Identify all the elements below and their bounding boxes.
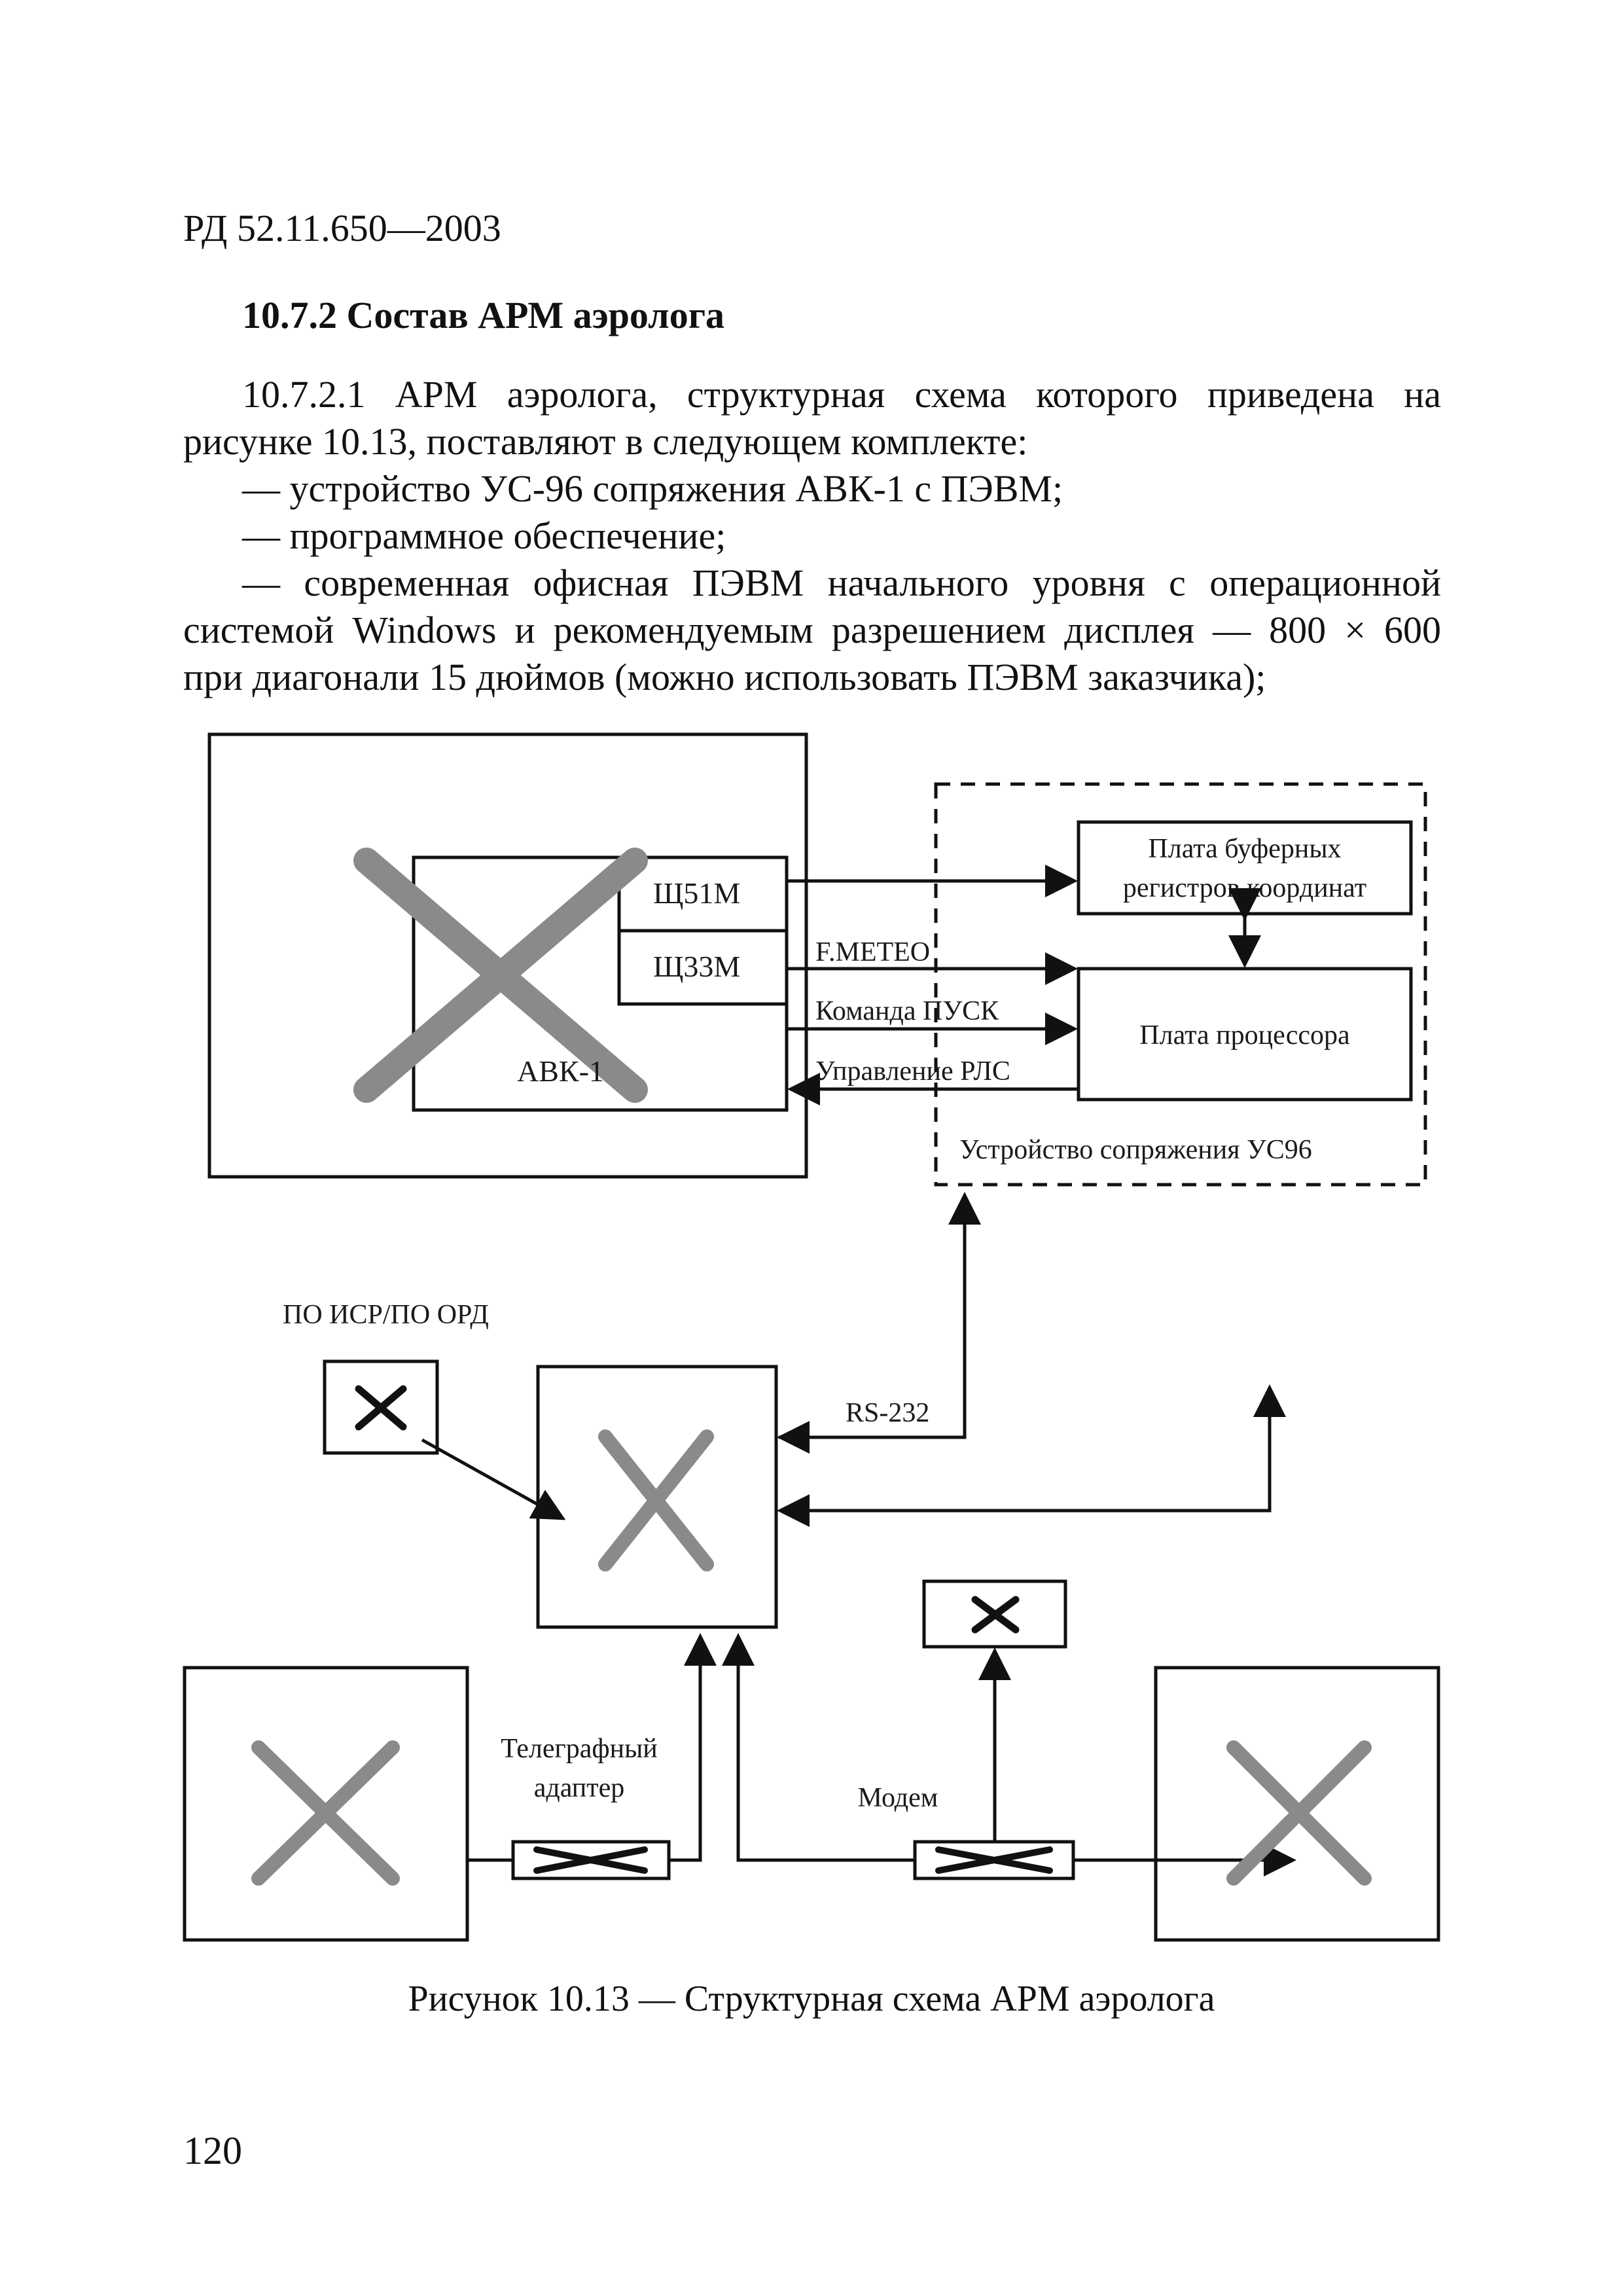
terminal-left-cross-icon (251, 1740, 400, 1886)
paragraph-line: системой Windows и рекомендуемым разреше… (183, 609, 1441, 651)
telegraph-label-line2: адаптер (534, 1773, 625, 1803)
avk-cross-icon (353, 848, 648, 1103)
telegraph-label-line1: Телеграфный (501, 1734, 658, 1764)
buffer-board-label-line2: регистров координат (1123, 873, 1366, 903)
connector-sh33m-label: Щ33М (653, 950, 740, 983)
link-pc-to-modem (736, 1636, 915, 1862)
modem-cross-icon (935, 1846, 1053, 1874)
interface-device-label: Устройство сопряжения УС96 (959, 1135, 1312, 1165)
modem-device-cross-icon (971, 1596, 1020, 1634)
arrow-software-to-pc (421, 1438, 566, 1520)
avk-1-label: АВК-1 (517, 1054, 604, 1088)
figure-caption: Рисунок 10.13 — Структурная схема АРМ аэ… (408, 1979, 1215, 2019)
terminal-right-cross-icon (1226, 1740, 1372, 1886)
list-item: — устройство УС-96 сопряжения АВК-1 с ПЭ… (242, 467, 1063, 510)
list-item: — программное обеспечение; (242, 514, 726, 557)
pc-cross-icon (598, 1429, 714, 1571)
signal-fmeteo-label: F.METEO (815, 937, 930, 967)
software-label: ПО ИСР/ПО ОРД (283, 1300, 489, 1330)
signal-radar-label: Управление РЛС (815, 1056, 1010, 1086)
pc-block (536, 1365, 778, 1629)
modem-device-block (922, 1579, 1067, 1649)
buffer-board-label-line1: Плата буферных (1148, 834, 1341, 864)
processor-board-block (1077, 967, 1413, 1102)
software-block (323, 1359, 439, 1455)
signal-start-label: Команда ПУСК (815, 996, 999, 1026)
connector-sh51m-label: Щ51М (653, 876, 740, 910)
link-adapter-to-pc (669, 1633, 717, 1862)
modem-label: Модем (858, 1783, 938, 1813)
telegraph-cross-icon (533, 1846, 648, 1874)
software-cross-icon (355, 1385, 407, 1431)
terminal-right-block (1154, 1666, 1440, 1942)
list-item: — современная офисная ПЭВМ начального ур… (242, 562, 1441, 604)
section-title: 10.7.2 Состав АРМ аэролога (242, 294, 725, 336)
paragraph-line: 10.7.2.1 АРМ аэролога, структурная схема… (242, 373, 1441, 416)
rs232-label: RS-232 (846, 1398, 929, 1428)
page-number: 120 (183, 2129, 242, 2172)
avk-outer-box (207, 732, 808, 1179)
terminal-left-block (183, 1666, 469, 1942)
paragraph-line: при диагонали 15 дюймов (можно использов… (183, 656, 1266, 698)
document-code: РД 52.11.650—2003 (183, 207, 501, 249)
paragraph-line: рисунке 10.13, поставляют в следующем ко… (183, 420, 1028, 463)
processor-board-label: Плата процессора (1139, 1020, 1350, 1050)
interface-device-box (934, 782, 1427, 1187)
